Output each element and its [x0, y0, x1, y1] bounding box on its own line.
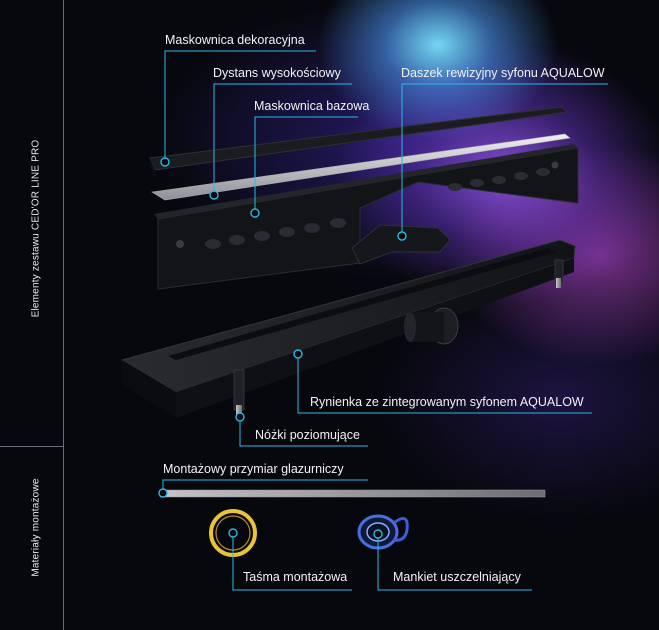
siphon-inspection-cap	[351, 224, 451, 265]
callout-mounting-tape: Taśma montażowa	[243, 570, 348, 584]
callout-lines	[162, 50, 608, 591]
callout-inspection-cap: Daszek rewizyjny syfonu AQUALOW	[401, 66, 605, 80]
sealing-sleeve	[357, 514, 409, 550]
callout-sealing-sleeve: Mankiet uszczelniający	[393, 570, 521, 584]
decorative-cover	[149, 106, 569, 178]
section-divider-horizontal	[0, 446, 63, 447]
callout-height-spacer: Dystans wysokościowy	[213, 66, 341, 80]
base-cover	[154, 144, 579, 290]
tiling-gauge	[159, 489, 546, 498]
callout-leveling-feet: Nóżki poziomujące	[255, 428, 360, 442]
drain-channel	[120, 239, 576, 418]
callout-decorative-cover: Maskownica dekoracyjna	[165, 33, 305, 47]
callout-dots	[158, 157, 407, 539]
leveling-feet	[233, 259, 564, 419]
callout-drain-channel: Rynienka ze zintegrowanym syfonem AQUALO…	[310, 395, 584, 409]
callout-tiling-gauge: Montażowy przymiar glazurniczy	[163, 462, 344, 476]
section-divider-vertical	[63, 0, 64, 630]
height-spacer	[151, 133, 571, 201]
callout-base-cover: Maskownica bazowa	[254, 99, 370, 113]
